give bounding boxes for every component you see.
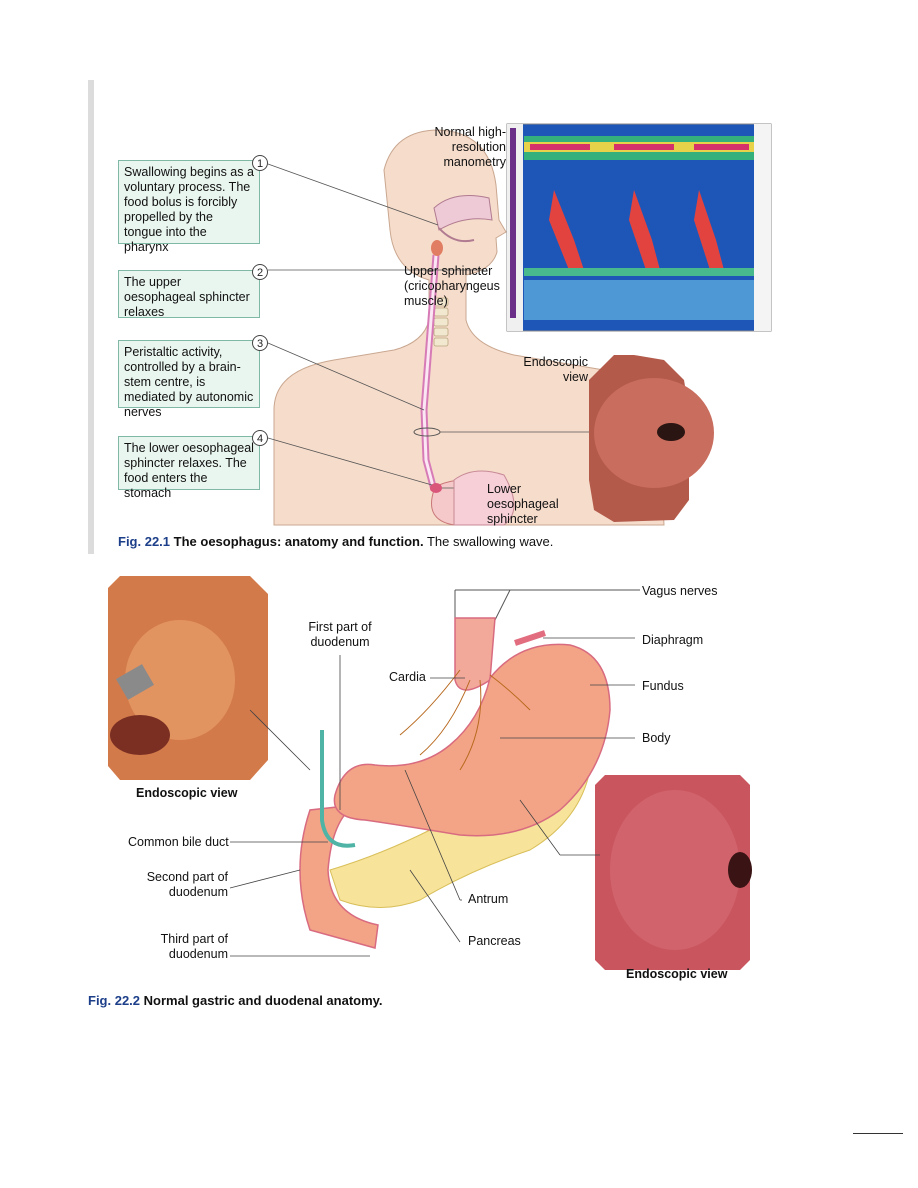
step-4-box: The lower oesophageal sphincter relaxes.… — [118, 436, 260, 500]
diaphragm-label: Diaphragm — [642, 633, 704, 647]
figure2-caption: Fig. 22.2 Normal gastric and duodenal an… — [88, 993, 383, 1008]
oral-cavity — [433, 195, 493, 231]
step-1-box: Swallowing begins as a voluntary process… — [118, 160, 260, 254]
endoscopic-view-left-label: Endoscopic view — [136, 786, 238, 800]
step-2-box: The upper oesophageal sphincter relaxes — [118, 270, 260, 319]
vertebrae — [433, 297, 449, 347]
second-part-duodenum-label: Second part of duodenum — [146, 870, 228, 899]
step-4-number: 4 — [252, 430, 268, 446]
figure2-caption-title: Normal gastric and duodenal anatomy. — [143, 993, 383, 1008]
figure1-illustration — [267, 123, 772, 526]
leader-lines — [229, 637, 635, 957]
pancreas-label: Pancreas — [468, 934, 521, 948]
figure1-caption: Fig. 22.1 The oesophagus: anatomy and fu… — [118, 534, 553, 549]
lower-sphincter-label: Lower oesophageal sphincter — [487, 482, 559, 526]
common-bile-duct-label: Common bile duct — [128, 835, 229, 849]
body-silhouette — [273, 129, 665, 526]
duodenum — [299, 804, 379, 949]
step-2-number: 2 — [252, 264, 268, 280]
endoscopic-image-1 — [589, 355, 714, 522]
cardia-label: Cardia — [389, 670, 426, 684]
page-rule — [853, 1133, 903, 1134]
fundus-label: Fundus — [642, 679, 684, 693]
lower-sphincter-mark — [430, 483, 442, 493]
first-part-duodenum-label: First part of duodenum — [308, 620, 372, 649]
step-1-number: 1 — [252, 155, 268, 171]
endoscopic-view-label: Endoscopic view — [523, 355, 588, 384]
step-3-box: Peristaltic activity, controlled by a br… — [118, 340, 260, 419]
body-label: Body — [642, 731, 671, 745]
figure1-left-bar — [88, 80, 94, 554]
upper-sphincter-mark — [431, 240, 443, 256]
tongue — [438, 227, 475, 243]
endoscopic-view-right-label: Endoscopic view — [626, 967, 728, 981]
endoscopic-image-right — [595, 775, 752, 970]
upper-sphincter-label: Upper sphincter (cricopharyngeus muscle) — [404, 264, 500, 308]
manometry-label: Normal high-resolution manometry — [434, 125, 506, 169]
stomach — [333, 643, 611, 837]
figure2-caption-number: Fig. 22.2 — [88, 993, 141, 1008]
figure1-caption-title: The oesophagus: anatomy and function. — [173, 534, 424, 549]
third-part-duodenum-label: Third part of duodenum — [160, 932, 228, 961]
step-3-number: 3 — [252, 335, 268, 351]
figure1-caption-number: Fig. 22.1 — [118, 534, 171, 549]
bile-duct — [320, 730, 356, 848]
figure1-caption-desc: The swallowing wave. — [426, 534, 554, 549]
figure2-illustration — [108, 576, 752, 970]
vagus-nerves-label: Vagus nerves — [642, 584, 718, 598]
manometry-plot — [506, 123, 772, 332]
endoscopic-image-left — [108, 576, 268, 780]
antrum-label: Antrum — [468, 892, 509, 906]
